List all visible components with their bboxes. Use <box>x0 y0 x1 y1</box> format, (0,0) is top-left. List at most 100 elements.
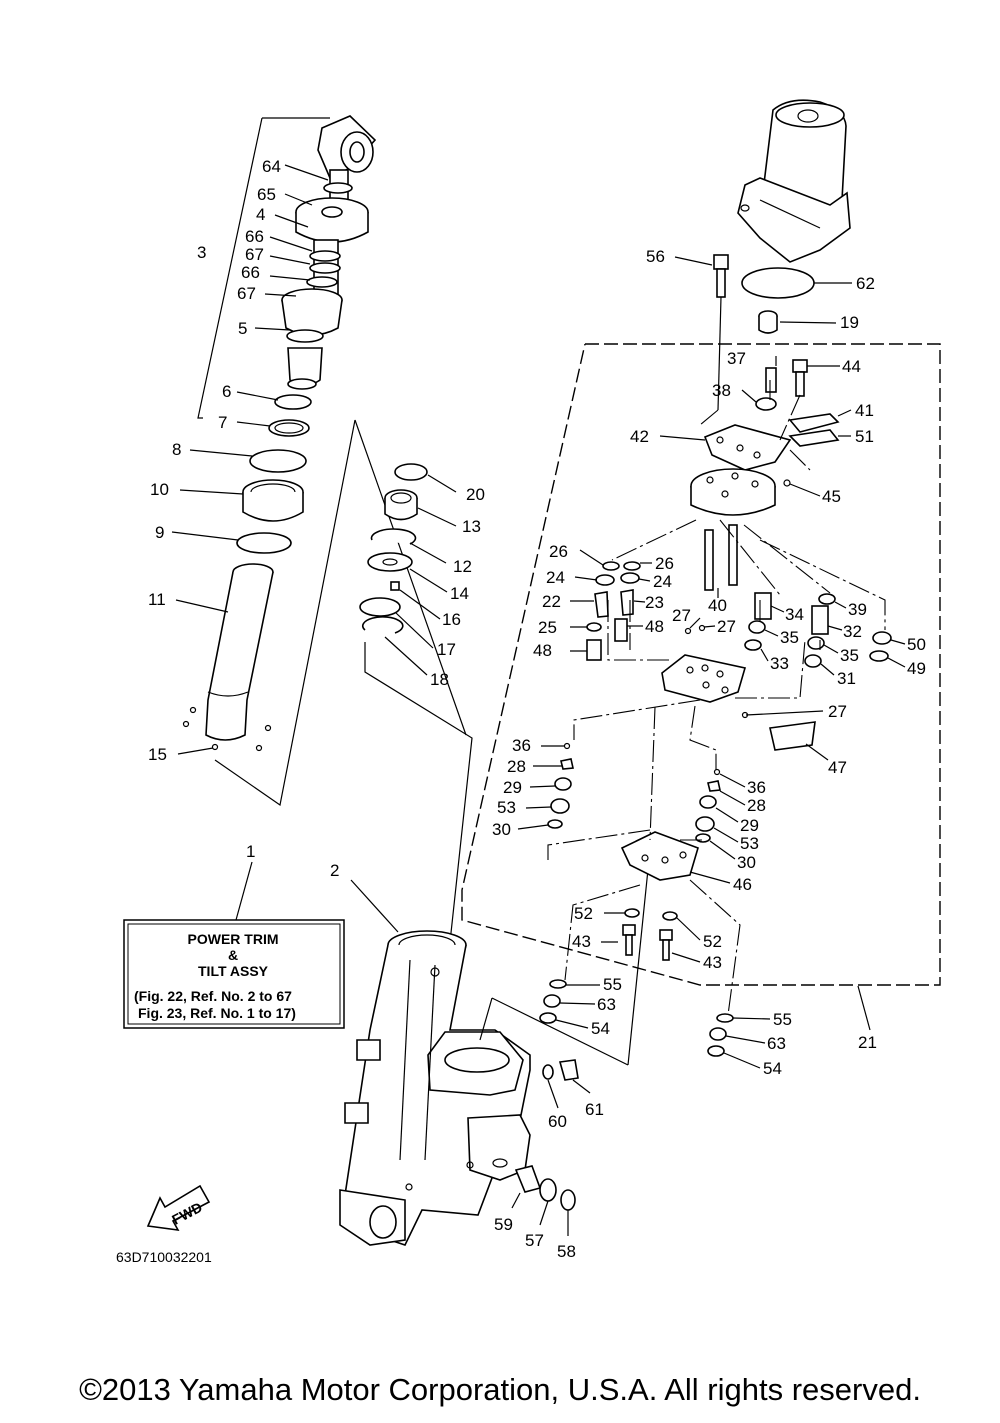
part-number-5: 5 <box>238 319 247 338</box>
part-number-42: 42 <box>630 427 649 446</box>
part-number-28-right: 28 <box>747 796 766 815</box>
copyright-notice: ©2013 Yamaha Motor Corporation, U.S.A. A… <box>79 1372 921 1407</box>
part-number-60: 60 <box>548 1112 567 1131</box>
part-number-6: 6 <box>222 382 231 401</box>
part-number-26-left: 26 <box>549 542 568 561</box>
part-number-47: 47 <box>828 758 847 777</box>
assembly-box-line-4: (Fig. 22, Ref. No. 2 to 67 <box>134 988 292 1004</box>
part-number-29-right: 29 <box>740 816 759 835</box>
part-number-58: 58 <box>557 1242 576 1261</box>
part-number-labels: 1 2 3 4 5 6 7 8 9 10 11 12 13 14 15 16 1… <box>148 157 926 1261</box>
part-number-67-a: 67 <box>245 245 264 264</box>
part-number-36-left: 36 <box>512 736 531 755</box>
part-number-63-left: 63 <box>597 995 616 1014</box>
part-number-48-left: 48 <box>533 641 552 660</box>
part-number-15: 15 <box>148 745 167 764</box>
part-number-35-b: 35 <box>840 646 859 665</box>
part-number-45: 45 <box>822 487 841 506</box>
part-number-64: 64 <box>262 157 281 176</box>
part-number-34: 34 <box>785 605 804 624</box>
part-number-56: 56 <box>646 247 665 266</box>
part-number-43-right: 43 <box>703 953 722 972</box>
assembly-box-line-2: & <box>228 947 238 963</box>
part-number-63-right: 63 <box>767 1034 786 1053</box>
part-number-12: 12 <box>453 557 472 576</box>
part-number-8: 8 <box>172 440 181 459</box>
part-number-50: 50 <box>907 635 926 654</box>
part-number-53-right: 53 <box>740 834 759 853</box>
part-number-33: 33 <box>770 654 789 673</box>
part-number-62: 62 <box>856 274 875 293</box>
part-number-36-right: 36 <box>747 778 766 797</box>
part-number-57: 57 <box>525 1231 544 1250</box>
part-number-37: 37 <box>727 349 746 368</box>
part-number-53-left: 53 <box>497 798 516 817</box>
part-number-27-c: 27 <box>828 702 847 721</box>
part-number-67-b: 67 <box>237 284 256 303</box>
part-number-30-left: 30 <box>492 820 511 839</box>
part-number-2: 2 <box>330 861 339 880</box>
assembly-box-line-1: POWER TRIM <box>188 931 279 947</box>
part-number-7: 7 <box>218 413 227 432</box>
part-number-55-left: 55 <box>603 975 622 994</box>
part-number-52-right: 52 <box>703 932 722 951</box>
part-number-24-right: 24 <box>653 572 672 591</box>
part-number-32: 32 <box>843 622 862 641</box>
part-number-27-a: 27 <box>672 606 691 625</box>
part-number-24-left: 24 <box>546 568 565 587</box>
part-number-20: 20 <box>466 485 485 504</box>
part-number-49: 49 <box>907 659 926 678</box>
part-number-9: 9 <box>155 523 164 542</box>
fwd-arrow-icon: FWD <box>146 1184 211 1232</box>
part-number-59: 59 <box>494 1215 513 1234</box>
assembly-box-line-5: Fig. 23, Ref. No. 1 to 17) <box>138 1005 296 1021</box>
part-number-52-left: 52 <box>574 904 593 923</box>
part-number-48-right: 48 <box>645 617 664 636</box>
part-number-23: 23 <box>645 593 664 612</box>
part-number-19: 19 <box>840 313 859 332</box>
part-number-38: 38 <box>712 381 731 400</box>
leader-lines <box>171 164 906 1236</box>
part-number-35-a: 35 <box>780 628 799 647</box>
part-number-41: 41 <box>855 401 874 420</box>
part-number-17: 17 <box>437 640 456 659</box>
part-number-30-right: 30 <box>737 853 756 872</box>
part-number-1: 1 <box>246 842 255 861</box>
assembly-box-line-3: TILT ASSY <box>198 963 269 979</box>
assembly-center-lines <box>547 380 886 1016</box>
part-number-22: 22 <box>542 592 561 611</box>
part-number-14: 14 <box>450 584 469 603</box>
part-number-28-left: 28 <box>507 757 526 776</box>
part-number-39: 39 <box>848 600 867 619</box>
part-number-40: 40 <box>708 596 727 615</box>
part-number-3: 3 <box>197 243 206 262</box>
part-number-54-right: 54 <box>763 1059 782 1078</box>
part-number-13: 13 <box>462 517 481 536</box>
part-number-51: 51 <box>855 427 874 446</box>
motor-assembly-drawing <box>539 99 892 1057</box>
trim-tilt-body-drawing <box>339 839 652 1246</box>
part-number-31: 31 <box>837 669 856 688</box>
part-number-11: 11 <box>148 590 166 609</box>
part-number-29-left: 29 <box>503 778 522 797</box>
group-21-outline <box>461 343 941 986</box>
part-number-18: 18 <box>430 670 449 689</box>
part-number-4: 4 <box>256 205 265 224</box>
part-number-66-a: 66 <box>245 227 264 246</box>
drawing-code: 63D710032201 <box>116 1249 212 1265</box>
part-number-26-right: 26 <box>655 554 674 573</box>
rod-assembly-drawing <box>182 115 467 807</box>
part-number-65: 65 <box>257 185 276 204</box>
part-number-27-b: 27 <box>717 617 736 636</box>
part-number-10: 10 <box>150 480 169 499</box>
valve-parts-drawing <box>359 463 473 1073</box>
part-number-43-left: 43 <box>572 932 591 951</box>
part-number-25: 25 <box>538 618 557 637</box>
part-number-54-left: 54 <box>591 1019 610 1038</box>
part-number-44: 44 <box>842 357 861 376</box>
part-number-46: 46 <box>733 875 752 894</box>
part-number-16: 16 <box>442 610 461 629</box>
fittings-drawing <box>514 1059 579 1211</box>
part-number-21: 21 <box>858 1033 877 1052</box>
